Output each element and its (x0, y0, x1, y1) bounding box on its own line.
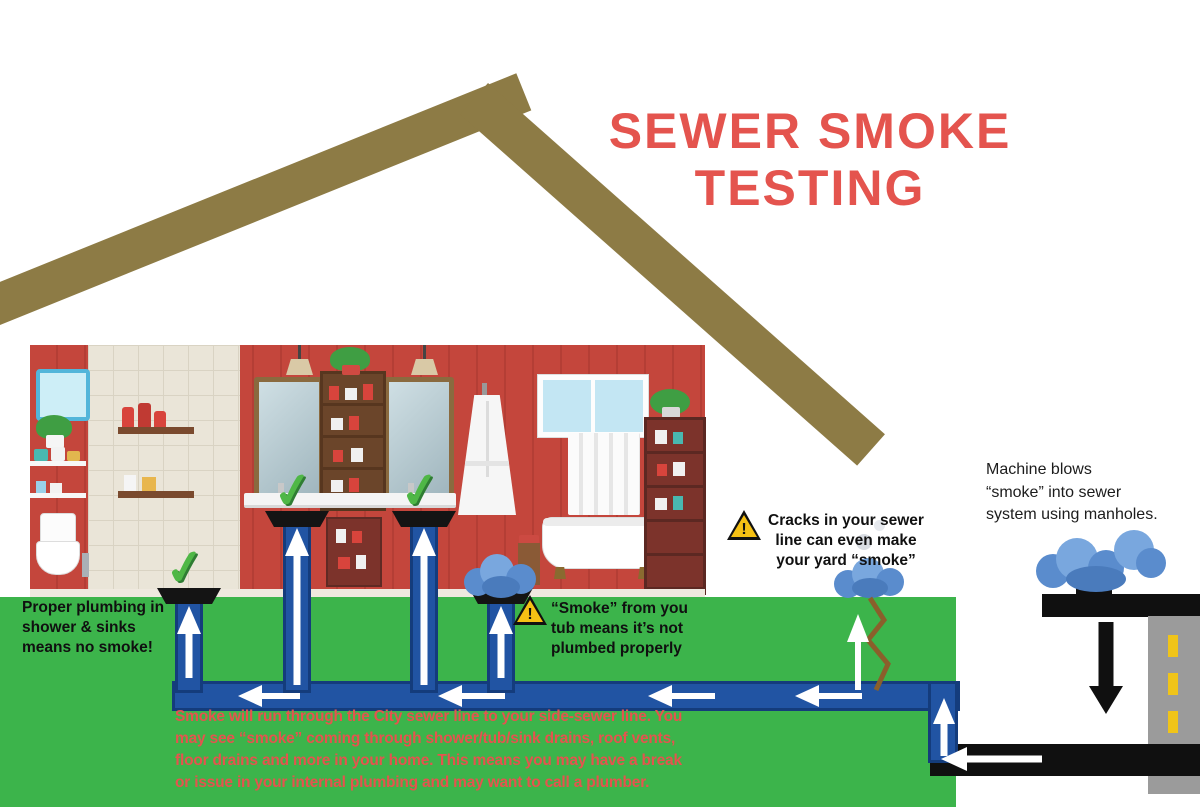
window (538, 375, 648, 437)
shelf-item (36, 481, 46, 493)
bathtub-rim (543, 518, 663, 526)
pendant-cord (423, 345, 426, 359)
flow-arrow-up (412, 528, 436, 685)
towel (519, 535, 539, 544)
tile-panel (88, 345, 240, 598)
bathroom-interior (30, 345, 706, 598)
drain-sink-right (392, 511, 456, 527)
smoke-wisp (852, 520, 892, 554)
toilet-bowl (36, 541, 80, 575)
pendant-lamp (411, 359, 438, 375)
road-center-line (1168, 635, 1178, 657)
flow-arrow-up (847, 614, 869, 690)
shelf-item (124, 475, 136, 491)
note-proper-plumbing: Proper plumbing in shower & sinks means … (22, 599, 165, 657)
note-tub-smoke: “Smoke” from you tub means it’s not plum… (551, 600, 688, 658)
shelf-item (363, 384, 373, 400)
shelf-item (356, 555, 366, 569)
shelf-item (349, 478, 359, 492)
shelf-item (349, 416, 359, 430)
shelf-item (336, 529, 346, 543)
shelf-item (142, 477, 156, 491)
towel (67, 451, 80, 461)
shelf-item (657, 464, 667, 476)
faucet (278, 483, 284, 493)
title-line-1: SEWER SMOKE (608, 103, 1012, 159)
under-sink-cabinet (326, 517, 382, 587)
plant-pot (662, 407, 680, 418)
note-bottom-paragraph: Smoke will run through the City sewer li… (175, 708, 683, 791)
plant-pot (342, 365, 360, 375)
shelf-item (673, 462, 685, 476)
shampoo-bottle (154, 411, 166, 427)
robe-hook (482, 383, 487, 395)
page-title: SEWER SMOKE TESTING (575, 103, 1045, 217)
flow-arrow-left (438, 685, 505, 707)
shelf-item (673, 496, 683, 510)
vanity-mirror-right (384, 377, 454, 503)
bathroom-floor (30, 589, 705, 598)
shelf-item (333, 450, 343, 462)
flow-arrow-left (648, 685, 715, 707)
flow-arrow-left (795, 685, 862, 707)
shelf-item (329, 386, 339, 400)
shampoo-bottle (138, 403, 151, 427)
flow-arrow-up (285, 528, 309, 685)
vanity-mirror-left (254, 377, 324, 503)
vanity-counter (244, 493, 456, 508)
wall-shelf (30, 461, 86, 466)
road-center-line (1168, 711, 1178, 733)
drain-shower (157, 588, 221, 604)
smoke-cloud-yard (834, 556, 912, 600)
shelf-item (655, 498, 667, 510)
toilet-brush (82, 553, 89, 577)
towel (34, 449, 48, 461)
shelf-item (331, 480, 343, 492)
pendant-cord (298, 345, 301, 359)
shelf-item (50, 483, 62, 493)
bathtub (542, 517, 664, 569)
drain-sink-left (265, 511, 329, 527)
smoke-cloud-tub (462, 552, 542, 598)
warning-exclamation: ! (527, 606, 533, 623)
robe-collar (485, 401, 489, 477)
flow-arrow-up (933, 698, 955, 756)
title-line-2: TESTING (694, 160, 926, 216)
bathtub-foot (554, 567, 566, 579)
note-yard-cracks: Cracks in your sewer line can even make … (768, 512, 924, 570)
faucet (408, 483, 414, 493)
toilet-tank (40, 513, 76, 543)
robe-belt (464, 461, 510, 466)
shower-shelf (118, 427, 194, 434)
flow-arrow-up (177, 606, 201, 678)
note-machine: Machine blows “smoke” into sewer system … (986, 461, 1158, 524)
road-center-line (1168, 673, 1178, 695)
pendant-lamp (286, 359, 313, 375)
shower-shelf (118, 491, 194, 498)
shower-curtain (568, 433, 640, 515)
shelf-item (345, 388, 357, 400)
street-surface (1042, 594, 1200, 617)
warning-exclamation: ! (741, 521, 747, 538)
machine-blow-arrow-down (1089, 622, 1123, 714)
smoke-cloud-manhole (1036, 524, 1166, 596)
shelf-item (338, 557, 350, 569)
flow-arrow-up (489, 606, 513, 678)
sewer-main-arrow-left (941, 747, 1042, 771)
shelf-item (673, 432, 683, 444)
shelf-unit (320, 371, 386, 511)
wall-shelf (30, 493, 86, 498)
towel (51, 447, 65, 461)
shelf-item (351, 448, 363, 462)
yard-crack (864, 596, 891, 692)
plant-pot (46, 435, 64, 448)
shelf-item (352, 531, 362, 543)
shampoo-bottle (122, 407, 134, 427)
shelf-item (655, 430, 667, 444)
flow-arrow-left (238, 685, 300, 707)
window-divider (591, 380, 595, 432)
shelf-item (331, 418, 343, 430)
